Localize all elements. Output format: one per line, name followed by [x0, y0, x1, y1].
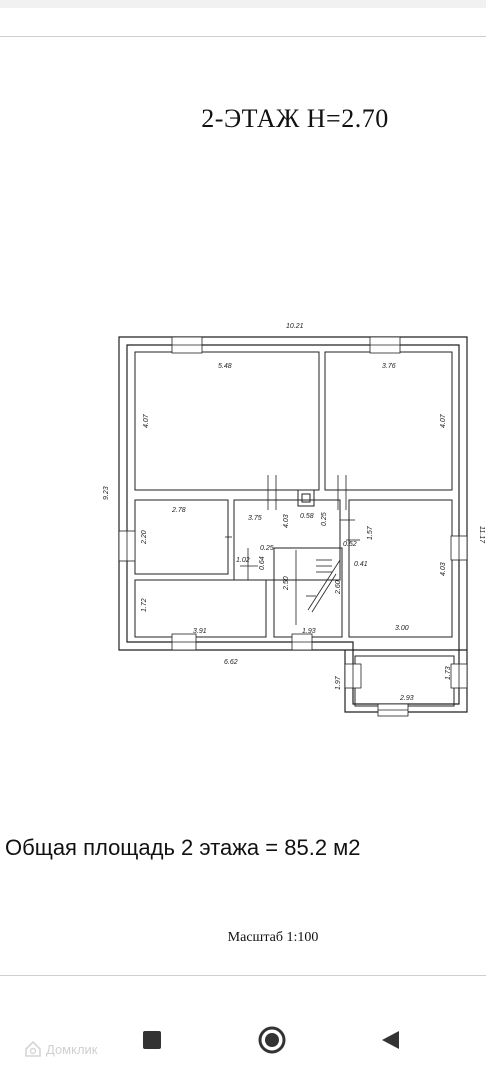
dim-balcony-width: 2.93: [399, 695, 414, 702]
home-button[interactable]: [254, 1022, 290, 1058]
android-nav-bar: [0, 1000, 486, 1080]
dim-room4-height: 1.72: [141, 598, 148, 612]
dim-stair-a: 2.50: [283, 576, 290, 591]
document-page: [0, 36, 486, 976]
dim-overall-width: 10.21: [286, 323, 304, 330]
room-4: [134, 579, 267, 638]
status-bar-strip: [0, 0, 486, 8]
house-logo-icon: [25, 1040, 41, 1057]
dim-gap-b: 0.52: [343, 541, 357, 548]
dim-balcony-height-right: 1.73: [445, 666, 452, 680]
dim-chimney-width: 0.58: [300, 513, 314, 520]
dimension-labels: 10.21 9.23 11.17 5.48 4.07 3.76 4.07 2.7…: [103, 323, 485, 702]
floor-plan: 10.21 9.23 11.17 5.48 4.07 3.76 4.07 2.7…: [103, 323, 485, 717]
recent-apps-button[interactable]: [134, 1022, 170, 1058]
dim-room2-height: 4.07: [440, 413, 447, 428]
outer-wall-outline: [118, 336, 468, 713]
square-icon: [143, 1031, 161, 1049]
watermark-text: Домклик: [46, 1041, 98, 1057]
room-stair: [273, 547, 343, 638]
dim-gap-c: 1.57: [367, 525, 374, 540]
dim-hall-width: 3.75: [248, 515, 262, 522]
outer-walls: [118, 336, 468, 713]
dim-gap-d: 0.41: [354, 561, 368, 568]
room-2: [324, 351, 453, 491]
dim-gap-f: 0.64: [259, 556, 266, 570]
circle-icon: [258, 1026, 286, 1054]
windows: [118, 336, 468, 717]
stair: [295, 550, 341, 625]
outer-wall-inner-outline: [126, 344, 460, 705]
dim-bottom-left-width: 6.62: [224, 659, 238, 666]
room-5: [348, 499, 453, 638]
total-area-text: Общая площадь 2 этажа = 85.2 м2: [5, 835, 361, 860]
doors: [225, 475, 360, 580]
dim-stair-width: 1.93: [302, 628, 316, 635]
watermark: Домклик: [24, 1040, 98, 1058]
dim-room1-height: 4.07: [143, 413, 150, 428]
dim-balcony-height-left: 1.97: [335, 675, 342, 690]
dim-hall-height: 4.03: [283, 514, 290, 528]
dim-room2-width: 3.76: [382, 363, 396, 370]
dim-room3-width: 2.78: [171, 507, 186, 514]
dim-room4-width: 3.91: [193, 628, 207, 635]
dim-overall-height-right: 11.17: [478, 526, 485, 544]
page-title: 2-ЭТАЖ Н=2.70: [201, 104, 389, 133]
dim-chimney-gap: 0.25: [321, 512, 328, 526]
triangle-back-icon: [382, 1031, 399, 1049]
back-button[interactable]: [372, 1022, 408, 1058]
dim-overall-height-left: 9.23: [103, 486, 110, 500]
chimney: [297, 489, 315, 507]
rooms: [134, 351, 455, 707]
dim-room3-height: 2.20: [141, 530, 148, 545]
dim-gap-e: 1.02: [236, 557, 250, 564]
scale-text: Масштаб 1:100: [227, 930, 319, 945]
room-1: [134, 351, 320, 491]
room-hall: [233, 499, 341, 581]
dim-room1-width: 5.48: [218, 363, 232, 370]
dim-stair-b: 2.60: [335, 580, 342, 595]
dim-room5-height: 4.03: [440, 562, 447, 576]
dim-room5-width: 3.00: [395, 625, 409, 632]
dim-gap-a: 0.25: [260, 545, 274, 552]
